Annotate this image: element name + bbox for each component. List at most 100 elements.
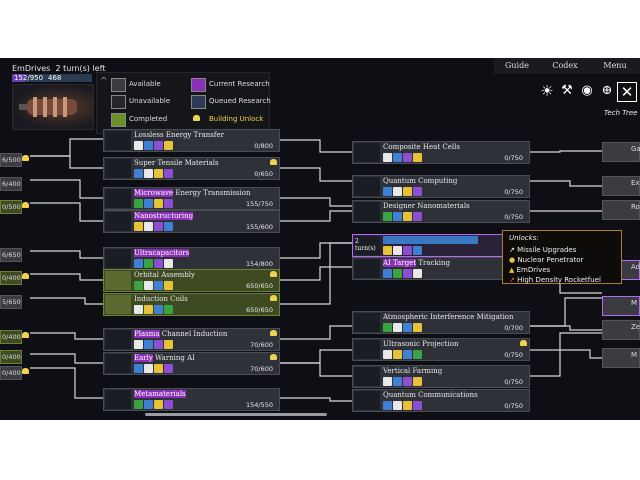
- unlock-icon: [154, 259, 163, 268]
- tech-name: Microwave Energy Transmission: [134, 189, 251, 197]
- tech-thumbnail: [354, 340, 380, 359]
- unlock-icon: [144, 222, 153, 231]
- unlock-icon: [154, 222, 163, 231]
- crosshair-icon[interactable]: ⊕: [601, 83, 613, 98]
- tech-node-offscreen-right[interactable]: M: [602, 348, 640, 368]
- tech-thumbnail: [105, 295, 131, 314]
- tooltip-item: ▲ EmDrives: [509, 266, 551, 274]
- tech-thumbnail: [105, 330, 131, 349]
- unlock-icon: [154, 141, 163, 150]
- unlock-icon: [154, 169, 163, 178]
- collapse-arrow-icon[interactable]: ^: [100, 77, 108, 87]
- building-unlock-bell-icon: [270, 159, 277, 165]
- building-unlock-bell-icon: [520, 340, 527, 346]
- unlock-icon: [413, 401, 422, 410]
- unlock-icon: [403, 350, 412, 359]
- eye-icon[interactable]: ◉: [581, 83, 593, 98]
- tech-name: Induction Coils: [134, 295, 188, 303]
- legend-label-completed: Completed: [129, 115, 168, 123]
- guide-button[interactable]: Guide: [505, 61, 529, 70]
- tech-node-offscreen-left[interactable]: 6/650: [0, 248, 22, 262]
- tech-node-offscreen-left[interactable]: 6/400: [0, 177, 22, 191]
- tech-cost: 0/750: [504, 378, 523, 386]
- close-icon[interactable]: ✕: [617, 82, 637, 102]
- unlock-icon: [403, 377, 412, 386]
- tech-node-offscreen-left[interactable]: 6/500: [0, 153, 22, 167]
- unlock-icon: [154, 281, 163, 290]
- codex-button[interactable]: Codex: [552, 61, 578, 70]
- tech-cost: 0/750: [504, 402, 523, 410]
- tech-cost: 0/650: [254, 170, 273, 178]
- hammer-icon[interactable]: ⚒: [561, 83, 573, 98]
- tech-node-offscreen-left[interactable]: 5/650: [0, 295, 22, 309]
- unlock-icon: [134, 364, 143, 373]
- tech-name: Quantum Computing: [383, 177, 458, 185]
- unlock-icon: [134, 400, 143, 409]
- tech-cost: 650/650: [245, 306, 273, 314]
- unlock-icons: [383, 187, 423, 196]
- tech-thumbnail: [354, 391, 380, 410]
- tech-thumbnail: [354, 202, 380, 221]
- tech-node[interactable]: AI Target Tracking: [352, 257, 530, 280]
- tech-node-offscreen-left[interactable]: 0/400: [0, 271, 22, 285]
- legend-swatch-completed: [111, 113, 126, 127]
- menu-button[interactable]: Menu: [603, 61, 627, 70]
- unlock-icon: [403, 153, 412, 162]
- tech-node-offscreen-right[interactable]: Ga: [602, 142, 640, 162]
- legend-swatch-queued: [191, 95, 206, 109]
- tech-thumbnail: [105, 189, 131, 208]
- current-research-image[interactable]: [12, 84, 94, 130]
- tech-node-offscreen-left[interactable]: 0/500: [0, 200, 22, 214]
- unlock-icon: [164, 199, 173, 208]
- unlock-icons: [134, 400, 174, 409]
- unlock-icon: [134, 259, 143, 268]
- unlock-icon: [403, 401, 412, 410]
- tech-thumbnail: [105, 131, 131, 150]
- horizontal-scrollbar[interactable]: [145, 413, 327, 416]
- unlock-icon: [393, 401, 402, 410]
- unlock-icons: [383, 153, 423, 162]
- tech-thumbnail: [105, 271, 131, 290]
- tech-cost: 70/600: [250, 365, 273, 373]
- tech-thumbnail: [105, 212, 131, 231]
- tech-name: Orbital Assembly: [134, 271, 195, 279]
- tech-node[interactable]: EmDrives152 turn(s): [352, 234, 530, 257]
- tech-name: Plasma Channel Induction: [134, 330, 228, 338]
- tech-cost: 155/750: [245, 200, 273, 208]
- unlock-icons: [383, 323, 423, 332]
- building-unlock-bell-icon: [22, 368, 29, 374]
- tech-node-offscreen-right[interactable]: M: [602, 296, 640, 316]
- tech-name: Designer Nanomaterials: [383, 202, 470, 210]
- tech-node-offscreen-left[interactable]: 0/400: [0, 366, 22, 380]
- unlock-icon: [134, 305, 143, 314]
- sun-icon[interactable]: ☀: [540, 82, 554, 100]
- tech-node-offscreen-right[interactable]: Ze: [602, 320, 640, 340]
- tech-node-offscreen-right[interactable]: Ex: [602, 176, 640, 196]
- tech-node[interactable]: Microwave Energy Transmission 155/750: [103, 187, 280, 210]
- tech-node-offscreen-right[interactable]: Ro: [602, 200, 640, 220]
- unlock-icons: [134, 169, 174, 178]
- emdrive-engine-icon: [19, 97, 77, 117]
- turns-label: 2 turn(s): [355, 238, 376, 252]
- tech-node[interactable]: Induction Coils 650/650: [103, 293, 280, 316]
- unlock-icon: [134, 281, 143, 290]
- unlock-icon: [413, 377, 422, 386]
- unlock-icons: [134, 259, 174, 268]
- tech-node-offscreen-left[interactable]: 0/400: [0, 330, 22, 344]
- tech-node-offscreen-left[interactable]: 0/400: [0, 350, 22, 364]
